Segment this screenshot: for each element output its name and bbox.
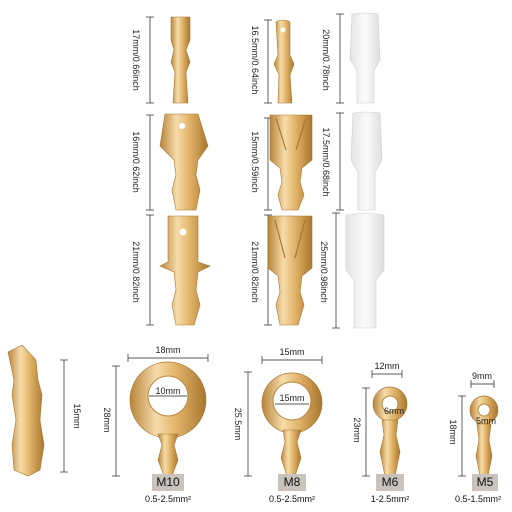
m5-outer: 9mm xyxy=(472,371,492,381)
m8-hole: 15mm xyxy=(279,393,304,403)
m5-size-tag: M5 xyxy=(472,474,498,491)
row1-c-dimension: 20mm/0.78inch xyxy=(321,29,331,91)
row3-a-dimension: 21mm/0.82inch xyxy=(131,241,141,303)
insulation-sleeve-large xyxy=(345,213,385,329)
terminal-row-1: 17mm/0.66inch 16.5mm/0.64inch 20mm/0.78i… xyxy=(131,12,381,104)
ring-terminal-m5: 9mm 18mm 5mm xyxy=(448,371,499,477)
m5-hole: 5mm xyxy=(476,416,496,426)
m8-wire-range: 0.5-2.5mm² xyxy=(268,494,315,504)
m5-wire-range: 0.5-1.5mm² xyxy=(454,494,501,504)
m10-length: 28mm xyxy=(102,407,112,432)
insulation-sleeve-small xyxy=(349,12,381,104)
m6-length: 23mm xyxy=(352,417,362,442)
female-spade-large xyxy=(267,215,313,326)
male-tab-small xyxy=(273,19,295,104)
m10-size-tag: M10 xyxy=(152,474,184,491)
row2-b-dimension: 15mm/0.59inch xyxy=(250,131,260,193)
row1-a-dimension: 17mm/0.66inch xyxy=(131,29,141,91)
m5-length: 18mm xyxy=(448,419,458,444)
m10-wire-range: 0.5-2.5mm² xyxy=(144,494,191,504)
m8-length: 25.5mm xyxy=(233,408,243,441)
ring-terminal-m6: 12mm 23mm 6mm xyxy=(352,361,408,477)
m6-size-tag: M6 xyxy=(376,474,404,491)
ring-terminal-m8: 15mm 25.5mm 15mm xyxy=(233,347,323,477)
row2-c-dimension: 17.5mm/0.68inch xyxy=(321,127,331,196)
m6-wire-range: 1-2.5mm² xyxy=(370,494,410,504)
male-spade-large xyxy=(159,215,211,326)
m6-outer: 12mm xyxy=(374,361,399,371)
row3-c-dimension: 25mm/0.98inch xyxy=(319,241,329,303)
terminal-row-3: 21mm/0.82inch 21mm/0.82inch 25mm/0.98inc… xyxy=(131,212,385,329)
ring-terminal-m10: 18mm 28mm 10mm xyxy=(102,345,209,477)
butt-connector xyxy=(7,344,45,477)
butt-length: 15mm xyxy=(72,403,82,428)
row1-b-dimension: 16.5mm/0.64inch xyxy=(250,25,260,94)
m10-outer: 18mm xyxy=(155,345,180,355)
insulation-sleeve-medium xyxy=(350,111,383,211)
butt-connector-group: 15mm xyxy=(7,344,82,477)
m8-size-tag: M8 xyxy=(278,474,306,491)
m6-hole: 6mm xyxy=(384,406,404,416)
female-spade-small xyxy=(170,16,191,104)
m10-hole: 10mm xyxy=(155,386,180,396)
row3-b-dimension: 21mm/0.82inch xyxy=(250,241,260,303)
m8-outer: 15mm xyxy=(279,347,304,357)
male-spade-medium xyxy=(159,113,209,211)
terminal-row-2: 16mm/0.62inch 15mm/0.59inch 17.5mm/0.68i… xyxy=(131,111,383,211)
female-spade-medium xyxy=(269,114,313,211)
row2-a-dimension: 16mm/0.62inch xyxy=(131,131,141,193)
